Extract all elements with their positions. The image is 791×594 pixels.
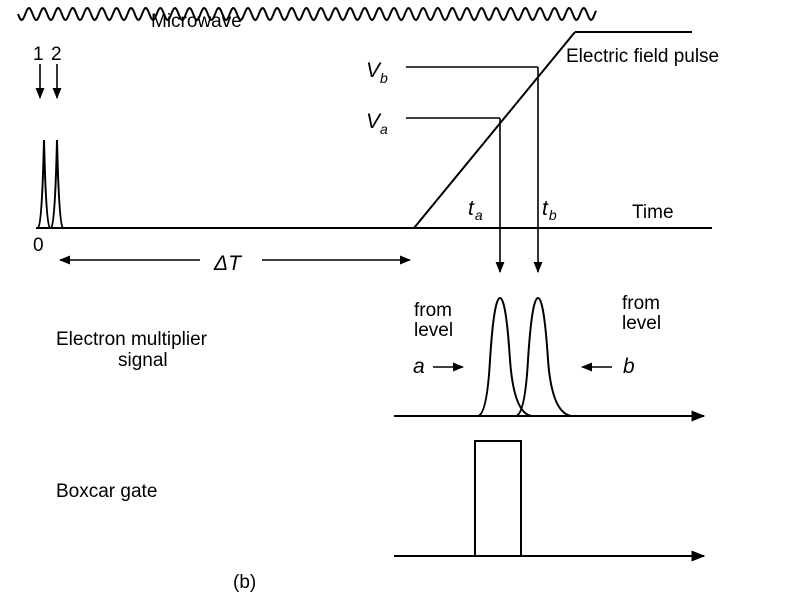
electron-multiplier-label-line1: Electron multiplier xyxy=(56,329,208,350)
vb-label: Vb xyxy=(366,59,388,86)
from-level-a-line2: level xyxy=(414,320,453,341)
from-level-a-line1: from xyxy=(414,300,452,321)
peak-a xyxy=(477,296,533,417)
level-b-label: b xyxy=(623,355,635,378)
delta-t-label: ΔT xyxy=(213,252,243,275)
level-a-label: a xyxy=(413,355,425,378)
zero-label: 0 xyxy=(33,235,44,256)
ta-label: ta xyxy=(468,197,483,223)
panel-label: (b) xyxy=(233,572,256,593)
electric-field-pulse-label: Electric field pulse xyxy=(566,46,719,67)
pulse-1-label: 1 xyxy=(33,44,44,65)
time-label: Time xyxy=(632,202,674,223)
microwave-pulse-1 xyxy=(37,139,51,229)
field-pulse-ramp xyxy=(413,31,576,229)
peak-b xyxy=(515,296,573,417)
electron-multiplier-label-line2: signal xyxy=(118,350,168,371)
from-level-b-line2: level xyxy=(622,313,661,334)
boxcar-gate-pulse xyxy=(474,440,522,556)
va-label: Va xyxy=(366,110,388,137)
microwave-pulse-2 xyxy=(50,139,64,229)
pulse-2-label: 2 xyxy=(51,44,62,65)
tb-label: tb xyxy=(542,197,557,223)
boxcar-gate-label: Boxcar gate xyxy=(56,481,157,502)
from-level-b-line1: from xyxy=(622,293,660,314)
microwave-wave xyxy=(17,6,597,22)
microwave-label: Microwave xyxy=(151,11,242,32)
